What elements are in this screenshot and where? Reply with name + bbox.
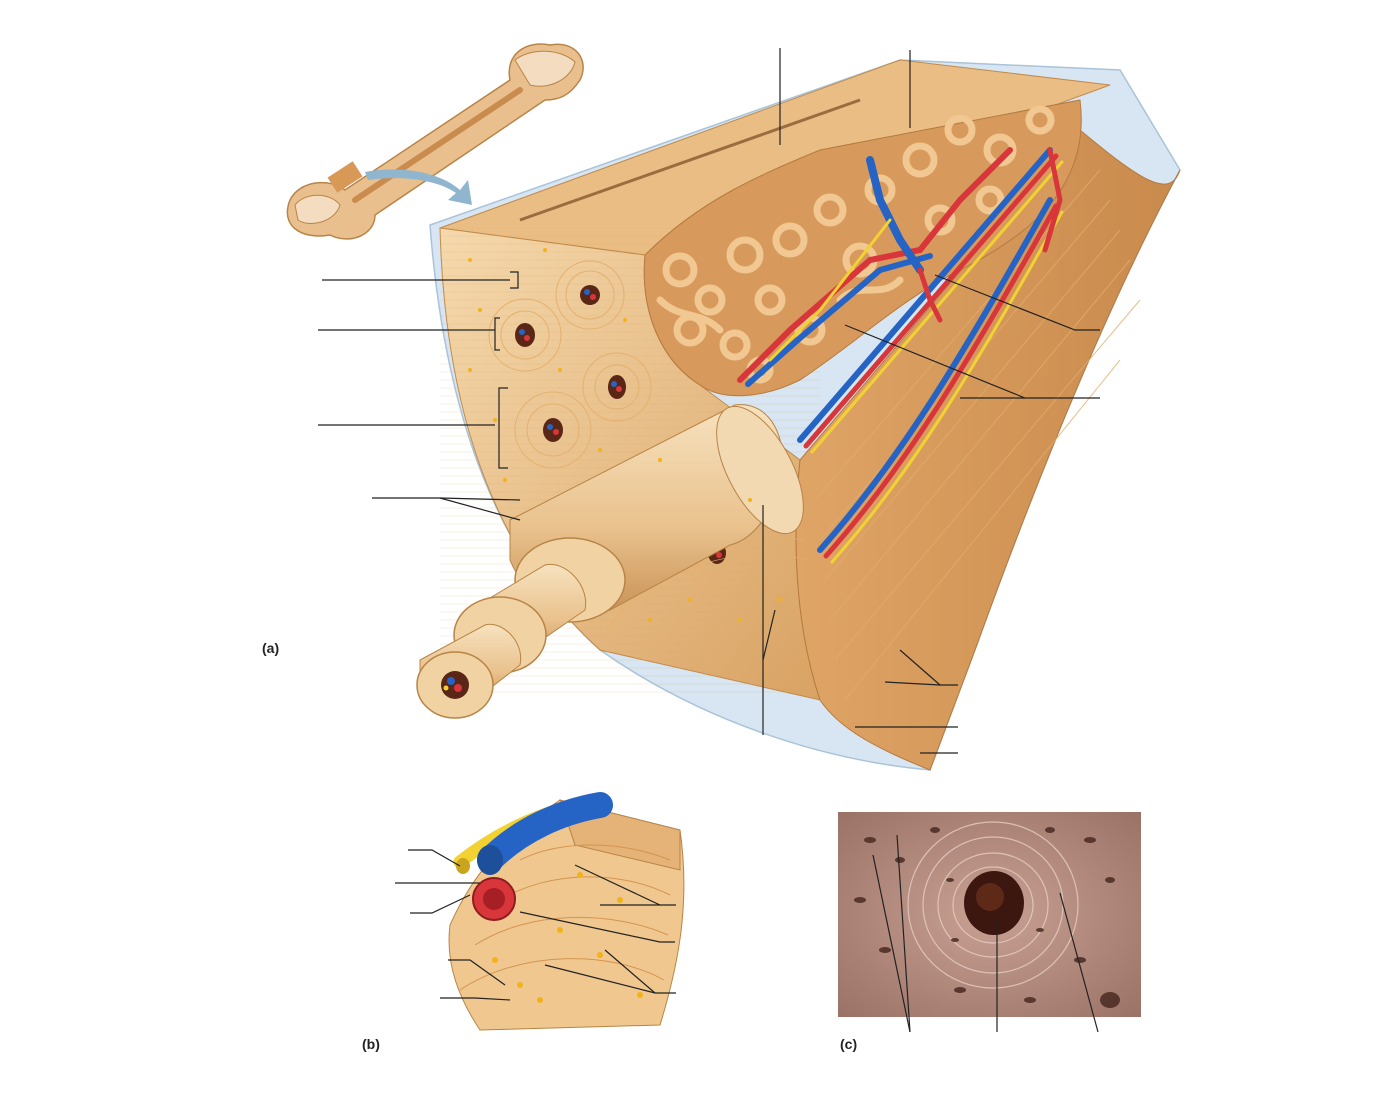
osteon-detail-b bbox=[448, 792, 685, 1031]
pointer-arrow-icon bbox=[365, 169, 472, 205]
panel-label-b: (b) bbox=[362, 1036, 380, 1052]
osteon-telescope bbox=[416, 404, 804, 719]
osteon bbox=[555, 260, 625, 330]
osteon bbox=[582, 352, 652, 422]
blood-vessels bbox=[737, 147, 1064, 564]
compact-bone-wedge bbox=[429, 59, 1181, 771]
leader-lines-b bbox=[395, 849, 676, 1001]
long-bone-icon bbox=[286, 43, 584, 240]
osteocytes-a bbox=[468, 248, 782, 622]
panel-label-a: (a) bbox=[262, 640, 280, 656]
leader-lines-c bbox=[872, 834, 1099, 1033]
leader-lines-a bbox=[318, 48, 1100, 754]
osteon bbox=[488, 298, 562, 372]
osteon bbox=[514, 391, 592, 469]
panel-label-c: (c) bbox=[840, 1036, 858, 1052]
osteon-micrograph-c bbox=[838, 812, 1141, 1017]
